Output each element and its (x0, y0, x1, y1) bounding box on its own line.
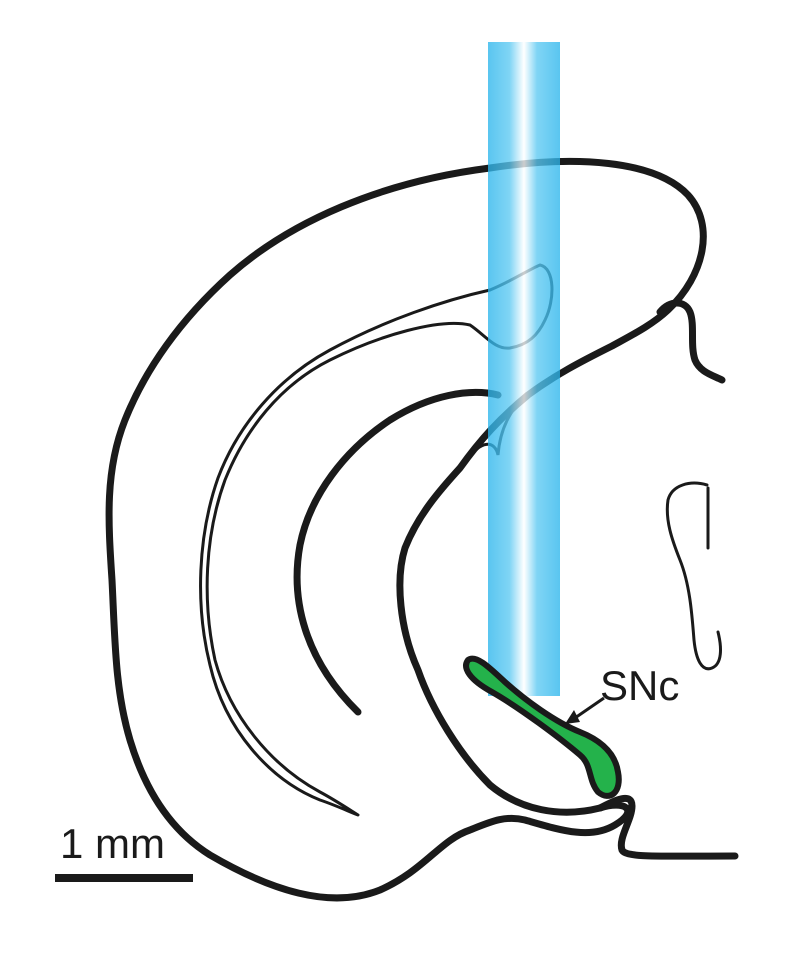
scale-bar-label: 1 mm (60, 820, 165, 867)
midline-contour-lower (596, 794, 739, 860)
snc-region (463, 655, 622, 799)
snc-label: SNc (600, 662, 679, 709)
brain-outer-outline (105, 157, 707, 902)
snc-arrow-line (571, 696, 605, 722)
midline-contour-upper (656, 299, 726, 384)
inner-arc-thick (293, 388, 502, 716)
snc-arrow-head (565, 710, 580, 724)
hippocampus-outline (199, 263, 554, 817)
optic-fiber (488, 42, 560, 696)
lateral-ventricle-outline (665, 481, 722, 671)
